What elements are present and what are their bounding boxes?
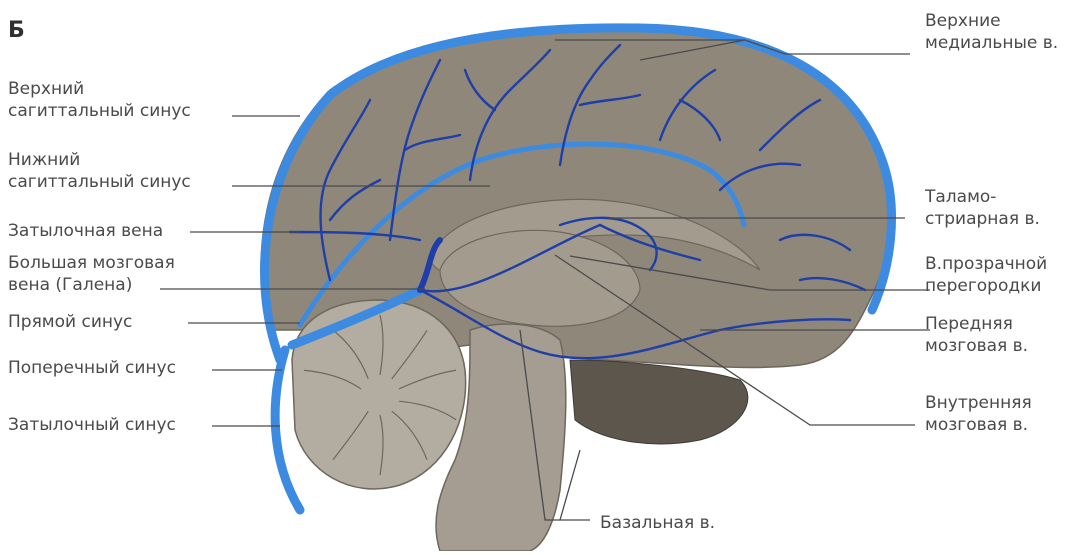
label-thalamostriate-vein: Таламо- стриарная в.: [925, 186, 1040, 230]
label-great-cerebral-vein: Большая мозговая вена (Галена): [8, 252, 175, 296]
label-occipital-sinus: Затылочный синус: [8, 414, 176, 436]
label-internal-cerebral-vein: Внутренняя мозговая в.: [925, 392, 1032, 436]
label-inferior-sagittal-sinus: Нижний сагиттальный синус: [8, 149, 191, 193]
temporal-lobe-underside: [570, 360, 748, 444]
label-basal-vein: Базальная в.: [600, 512, 715, 534]
figure-letter: Б: [8, 18, 25, 43]
label-anterior-cerebral-vein: Передняя мозговая в.: [925, 313, 1028, 357]
label-superior-sagittal-sinus: Верхний сагиттальный синус: [8, 78, 191, 122]
cerebellum: [292, 300, 466, 489]
label-transverse-sinus: Поперечный синус: [8, 357, 176, 379]
label-septum-pellucidum-vein: В.прозрачной перегородки: [925, 253, 1047, 297]
label-occipital-vein: Затылочная вена: [8, 220, 163, 242]
label-superior-medial-veins: Верхние медиальные в.: [925, 10, 1058, 54]
label-straight-sinus: Прямой синус: [8, 311, 132, 333]
